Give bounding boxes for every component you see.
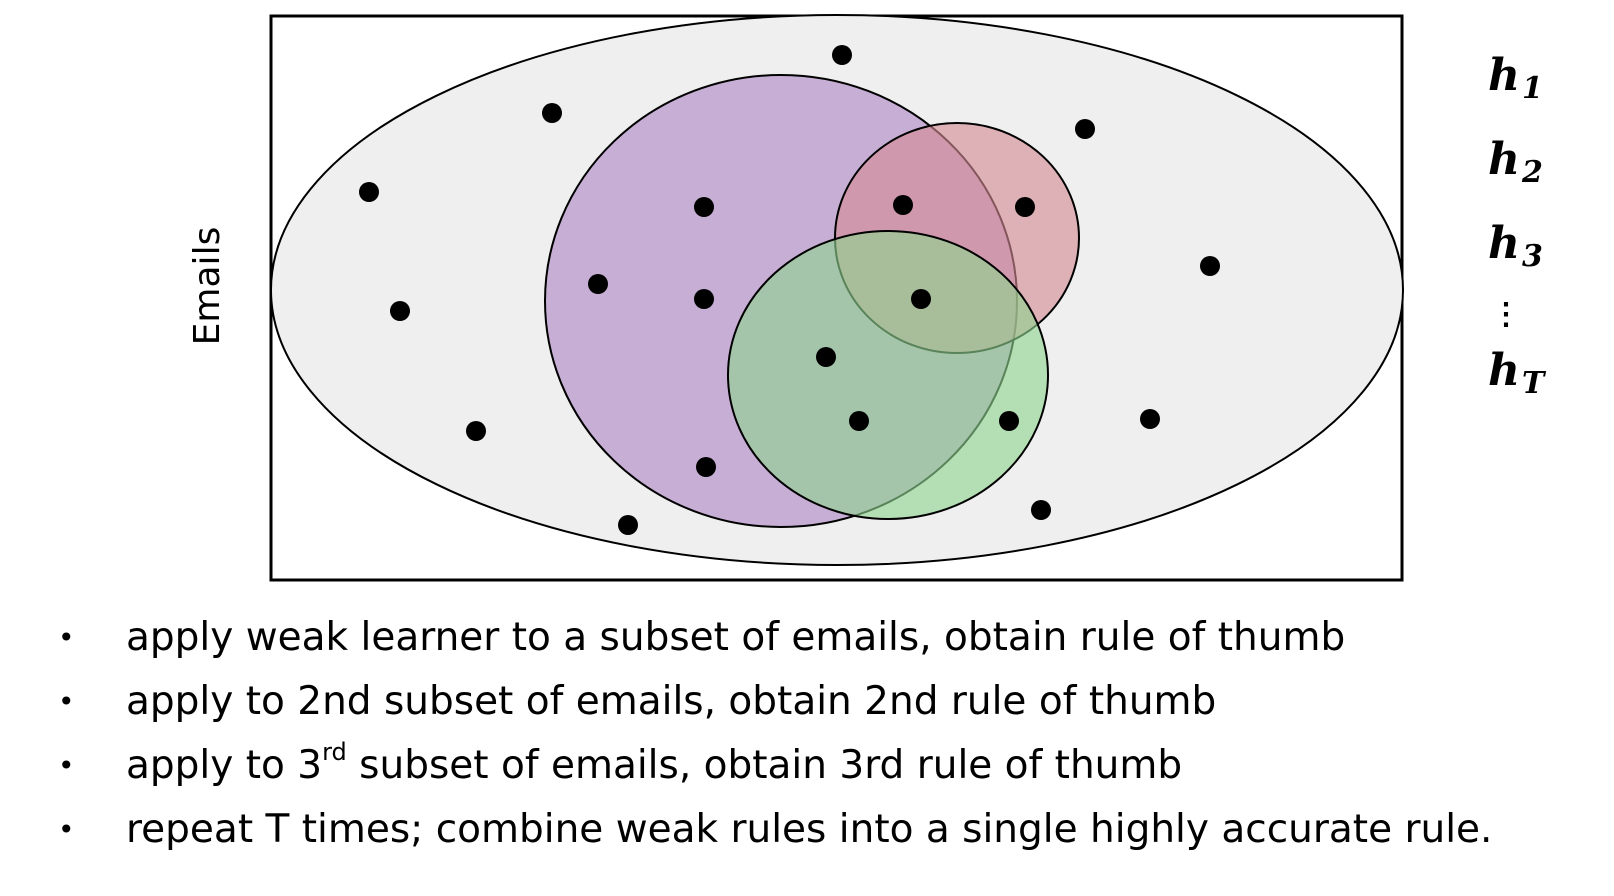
email-dot [1075, 119, 1095, 139]
bullet-marker: • [58, 621, 75, 654]
email-dot [359, 182, 379, 202]
bullet-text: apply weak learner to a subset of emails… [126, 615, 1346, 660]
email-dot [694, 289, 714, 309]
email-dot [694, 197, 714, 217]
subset-3-circle [727, 230, 1049, 520]
bullet-text: apply to 3rd subset of emails, obtain 3r… [126, 734, 1182, 798]
email-dot [1200, 256, 1220, 276]
emails-axis-label: Emails [187, 227, 228, 346]
email-dot [816, 347, 836, 367]
bullet-text: apply to 2nd subset of emails, obtain 2n… [126, 679, 1217, 724]
email-dot [832, 45, 852, 65]
email-dot [1140, 409, 1160, 429]
bullet-text-start: apply to 3 [126, 743, 323, 788]
email-dot [696, 457, 716, 477]
bullet-marker: • [58, 749, 75, 782]
email-dot [618, 515, 638, 535]
hypothesis-label-hT: hT [1488, 345, 1547, 401]
bullet-marker: • [58, 813, 75, 846]
email-dots [359, 45, 1220, 535]
hypothesis-label-h3: h3 [1488, 218, 1543, 274]
email-dot [911, 289, 931, 309]
bullet-marker: • [58, 685, 75, 718]
email-dot [849, 411, 869, 431]
bullet-item: • repeat T times; combine weak rules int… [0, 798, 1614, 862]
email-dot [542, 103, 562, 123]
hypothesis-label-h2: h2 [1488, 134, 1543, 190]
bullet-list: • apply weak learner to a subset of emai… [0, 606, 1614, 862]
email-dot [893, 195, 913, 215]
email-dot [588, 274, 608, 294]
bullet-text-end: subset of emails, obtain 3rd rule of thu… [346, 743, 1183, 788]
bullet-item: • apply to 3rd subset of emails, obtain … [0, 734, 1614, 798]
email-dot [1015, 197, 1035, 217]
hypothesis-label-h1: h1 [1488, 50, 1543, 106]
hypothesis-ellipsis: ⋮ [1491, 297, 1521, 332]
bullet-text: repeat T times; combine weak rules into … [126, 807, 1493, 852]
ordinal-superscript: rd [322, 738, 347, 766]
bullet-item: • apply to 2nd subset of emails, obtain … [0, 670, 1614, 734]
email-dot [390, 301, 410, 321]
email-dot [1031, 500, 1051, 520]
email-dot [999, 411, 1019, 431]
email-subsets-diagram: Emails h1 h2 h3 ⋮ hT [187, 14, 1547, 582]
bullet-item: • apply weak learner to a subset of emai… [0, 606, 1614, 670]
email-dot [466, 421, 486, 441]
